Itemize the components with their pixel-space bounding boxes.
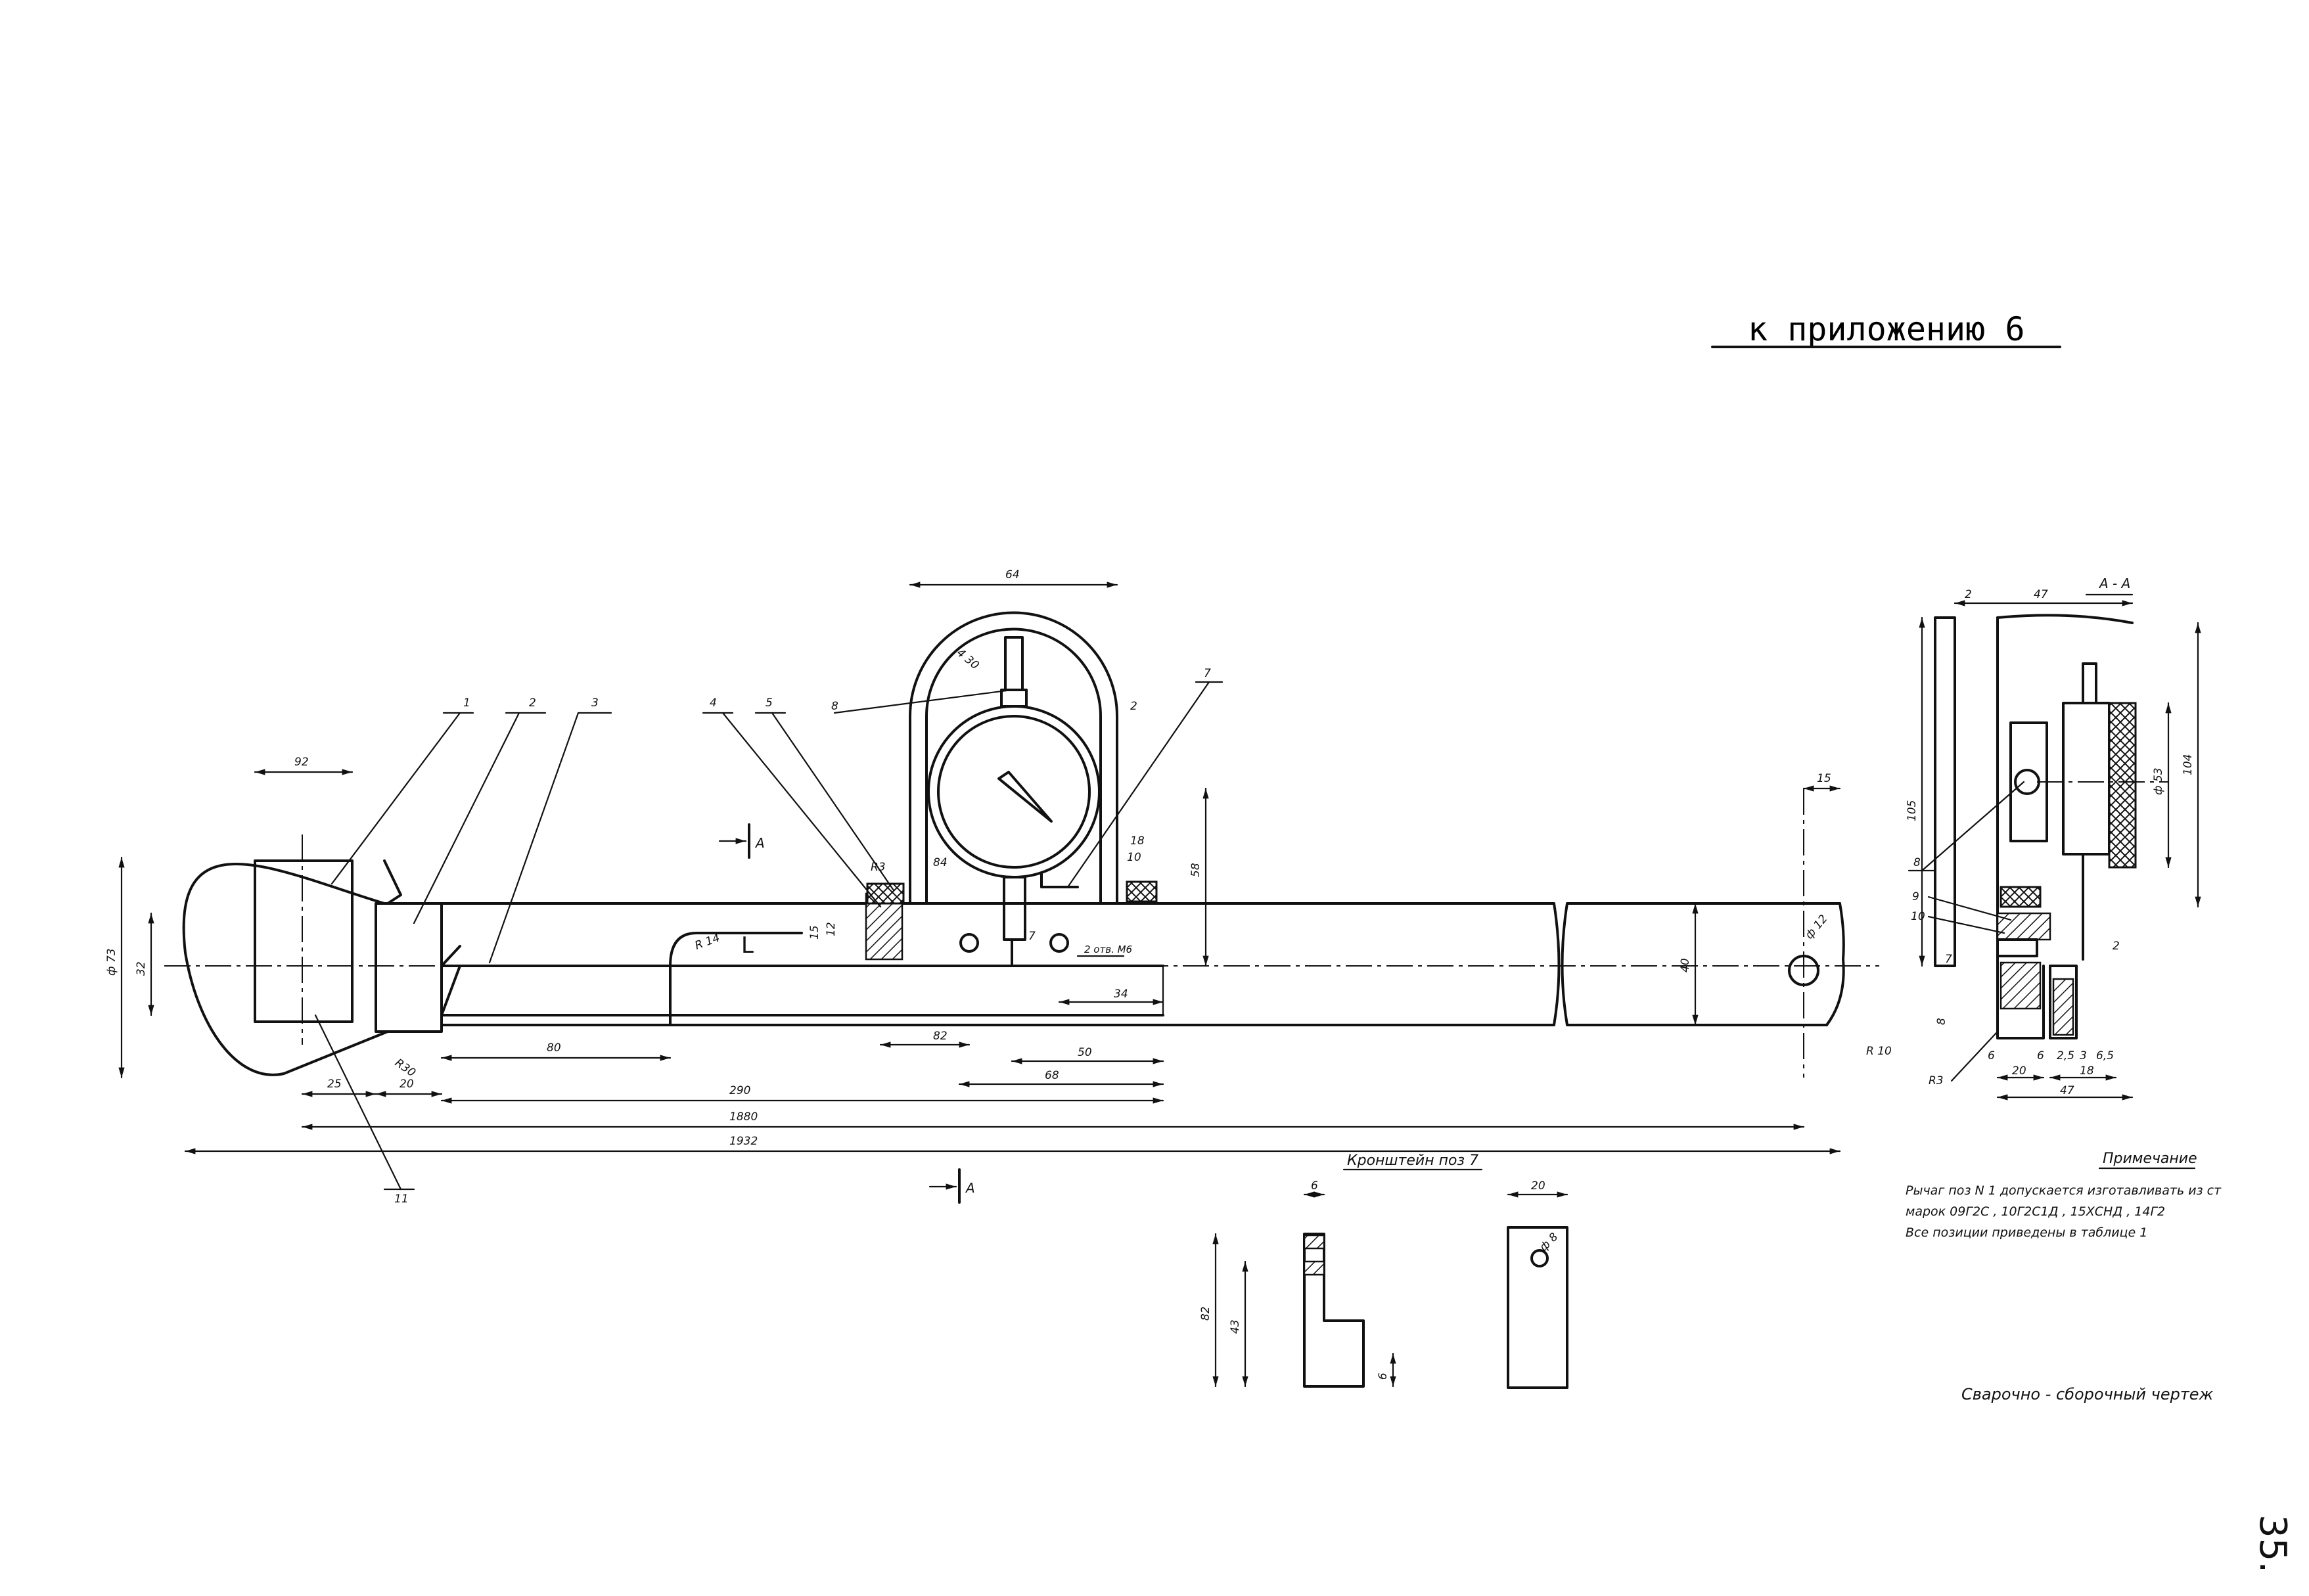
drawing-type-label: Сварочно - сборочный чертеж xyxy=(1961,1385,2214,1403)
lever-bar xyxy=(440,902,1561,1026)
svg-text:25: 25 xyxy=(327,1078,342,1091)
svg-text:2 отв. М6: 2 отв. М6 xyxy=(1084,944,1132,955)
svg-text:7: 7 xyxy=(1028,930,1036,943)
svg-text:R 14: R 14 xyxy=(693,932,721,953)
svg-text:ф 73: ф 73 xyxy=(105,948,118,976)
svg-text:2: 2 xyxy=(1965,588,1972,601)
appendix-header: к приложению 6 xyxy=(1711,310,2061,348)
svg-text:10: 10 xyxy=(1911,910,1925,923)
svg-text:6: 6 xyxy=(2037,1049,2044,1062)
main-view: 2 отв. М6 L xyxy=(164,611,1879,1078)
svg-text:9: 9 xyxy=(1912,890,1919,903)
svg-text:6,5: 6,5 xyxy=(2096,1049,2114,1062)
svg-text:50: 50 xyxy=(1078,1046,1092,1059)
page-number: 35. xyxy=(2251,1515,2294,1573)
svg-text:68: 68 xyxy=(1045,1069,1059,1082)
svg-text:32: 32 xyxy=(135,961,148,976)
main-dimensions: 92 ф 73 32 25 20 80 290 1880 1932 64 4 3… xyxy=(105,568,1892,1154)
section-markers: A A xyxy=(718,823,975,1204)
svg-text:82: 82 xyxy=(1199,1306,1212,1321)
svg-text:82: 82 xyxy=(933,1030,948,1043)
side-dimensions: 2 47 ф 53 104 105 7 8 R3 6 6 2,5 3 6,5 2… xyxy=(1906,588,2201,1101)
svg-text:64: 64 xyxy=(1005,568,1020,581)
svg-text:8: 8 xyxy=(1913,856,1921,869)
svg-text:ф 12: ф 12 xyxy=(1803,913,1831,942)
gauge-frame xyxy=(909,611,1118,905)
svg-text:92: 92 xyxy=(294,756,309,769)
lever-round-head xyxy=(182,863,389,1076)
svg-text:3: 3 xyxy=(2080,1049,2087,1062)
note-line-3: Все позиции приведены в таблице 1 xyxy=(1906,1225,2147,1240)
appendix-label: к приложению 6 xyxy=(1748,310,2024,348)
bracket-views: Кронштейн поз 7 xyxy=(1303,1152,1568,1389)
svg-text:ф 53: ф 53 xyxy=(2152,767,2165,795)
svg-text:11: 11 xyxy=(394,1193,409,1206)
svg-text:6: 6 xyxy=(1988,1049,1995,1062)
svg-text:1: 1 xyxy=(463,696,470,710)
bracket-profile xyxy=(1303,1233,1365,1388)
dial-inner xyxy=(937,715,1091,869)
svg-text:5: 5 xyxy=(766,696,773,710)
svg-text:20: 20 xyxy=(2012,1064,2026,1078)
svg-text:47: 47 xyxy=(2034,588,2048,601)
svg-text:58: 58 xyxy=(1189,863,1202,877)
notes-block: Примечание Рычаг поз N 1 допускается изг… xyxy=(1906,1151,2222,1403)
svg-text:105: 105 xyxy=(1906,800,1919,821)
svg-text:47: 47 xyxy=(2060,1084,2074,1097)
svg-text:20: 20 xyxy=(400,1078,414,1091)
svg-text:8: 8 xyxy=(1935,1018,1948,1025)
svg-text:40: 40 xyxy=(1679,958,1692,972)
svg-text:A: A xyxy=(965,1180,975,1196)
svg-text:2,5: 2,5 xyxy=(2057,1049,2074,1062)
svg-text:15: 15 xyxy=(808,925,821,940)
svg-text:34: 34 xyxy=(1114,988,1128,1001)
bracket-title: Кронштейн поз 7 xyxy=(1347,1152,1478,1169)
svg-text:R 10: R 10 xyxy=(1866,1045,1892,1058)
note-title: Примечание xyxy=(2103,1151,2197,1167)
svg-text:4: 4 xyxy=(710,696,717,710)
note-line-1: Рычаг поз N 1 допускается изготавливать … xyxy=(1906,1183,2222,1198)
svg-text:1932: 1932 xyxy=(729,1135,758,1148)
svg-text:3: 3 xyxy=(591,696,599,710)
stamp-L: L xyxy=(741,932,754,959)
svg-text:18: 18 xyxy=(2080,1064,2094,1078)
svg-text:7: 7 xyxy=(1204,667,1211,680)
svg-text:6: 6 xyxy=(1311,1179,1318,1193)
svg-text:10: 10 xyxy=(1127,851,1141,864)
svg-text:20: 20 xyxy=(1531,1179,1545,1193)
svg-text:15: 15 xyxy=(1817,772,1831,785)
svg-text:2: 2 xyxy=(1130,700,1137,713)
svg-text:R3: R3 xyxy=(1929,1074,1944,1087)
end-hole xyxy=(1788,955,1819,986)
svg-text:6: 6 xyxy=(1377,1373,1390,1380)
svg-text:104: 104 xyxy=(2182,754,2195,775)
position-leaders: 1 2 3 4 5 8 7 11 xyxy=(314,667,1223,1206)
bracket-dimensions: 6 20 82 43 6 ф 8 xyxy=(1199,1179,1568,1388)
svg-text:290: 290 xyxy=(729,1084,750,1097)
side-view: A - A xyxy=(1934,576,2168,1039)
svg-text:18: 18 xyxy=(1130,834,1145,848)
svg-text:84: 84 xyxy=(933,856,948,869)
section-view-label: A - A xyxy=(2098,576,2130,591)
svg-text:43: 43 xyxy=(1229,1319,1242,1334)
svg-text:A: A xyxy=(754,835,765,851)
bracket-front xyxy=(1507,1226,1568,1389)
collar-block xyxy=(375,902,443,1033)
svg-text:7: 7 xyxy=(1945,953,1952,966)
svg-text:R30: R30 xyxy=(392,1057,418,1080)
svg-text:8: 8 xyxy=(831,700,838,713)
svg-text:12: 12 xyxy=(825,922,838,936)
svg-text:2: 2 xyxy=(529,696,536,710)
svg-text:80: 80 xyxy=(547,1041,561,1055)
head-block xyxy=(254,859,354,1023)
svg-text:2: 2 xyxy=(2113,940,2120,953)
svg-text:1880: 1880 xyxy=(729,1110,758,1124)
note-line-2: марок 09Г2С , 10Г2С1Д , 15ХСНД , 14Г2 xyxy=(1906,1204,2165,1219)
